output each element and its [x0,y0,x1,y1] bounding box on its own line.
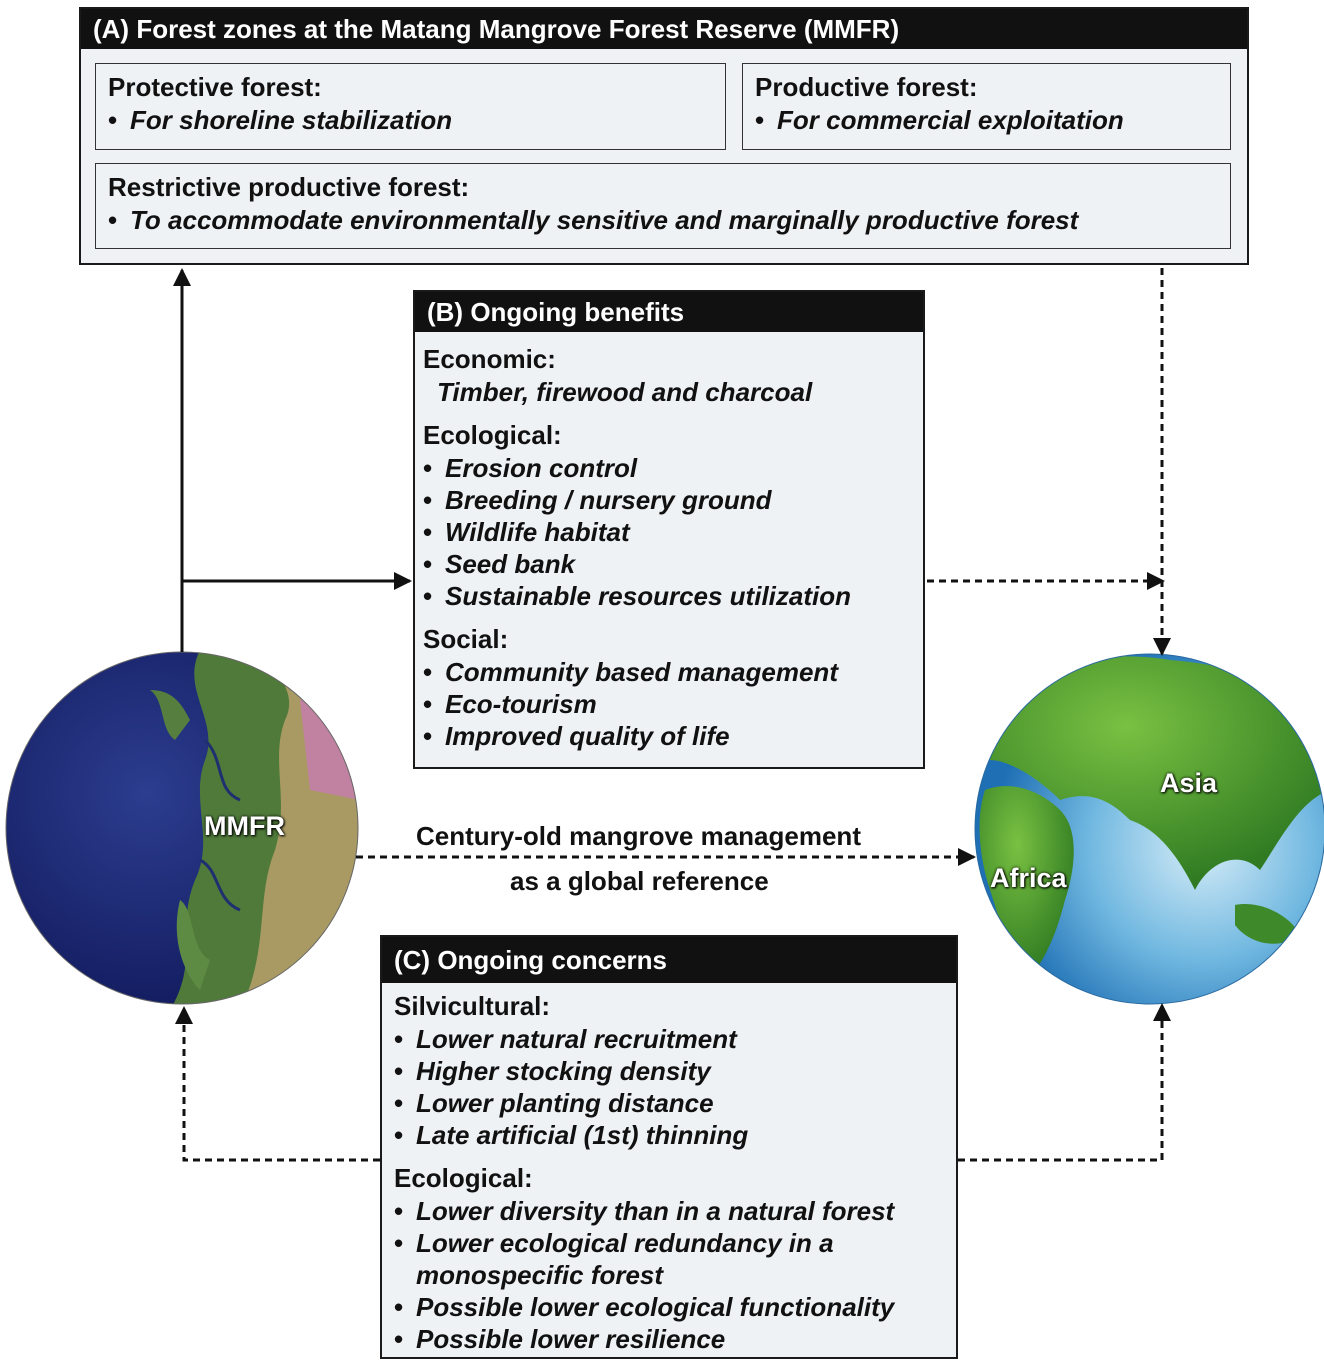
ecological-benefits-heading: Ecological: [423,420,562,450]
economic-heading: Economic: [423,344,556,374]
restrictive-forest-heading: Restrictive productive forest: [108,172,470,202]
asia-label: Asia [1160,768,1218,798]
list-item: Possible lower ecological functionality [394,1291,946,1323]
forest-zones-title: (A) Forest zones at the Matang Mangrove … [81,9,1247,49]
social-heading: Social: [423,624,509,654]
list-item: Eco-tourism [423,688,915,720]
productive-forest-heading: Productive forest: [755,72,978,102]
list-item: Wildlife habitat [423,516,915,548]
earth-globe [975,654,1324,1004]
social-benefits-list: Community based management Eco-tourism I… [423,656,915,752]
list-item: Higher stocking density [394,1055,946,1087]
list-item: Community based management [423,656,915,688]
ecological-benefits-list: Erosion control Breeding / nursery groun… [423,452,915,612]
list-item: Sustainable resources utilization [423,580,915,612]
list-item: Possible lower resilience [394,1323,946,1355]
list-item: Lower diversity than in a natural forest [394,1195,946,1227]
restrictive-forest-box: Restrictive productive forest: To accomm… [95,163,1231,249]
africa-label: Africa [990,863,1067,893]
ecological-concerns-list: Lower diversity than in a natural forest… [394,1195,946,1355]
ongoing-concerns-title: (C) Ongoing concerns [382,937,956,983]
list-item: Lower natural recruitment [394,1023,946,1055]
silvicultural-concerns-list: Lower natural recruitment Higher stockin… [394,1023,946,1151]
list-item: Seed bank [423,548,915,580]
ongoing-benefits-panel: (B) Ongoing benefits Economic: Timber, f… [413,290,925,769]
protective-forest-item: For shoreline stabilization [108,104,713,136]
productive-forest-item: For commercial exploitation [755,104,1218,136]
list-item: Late artificial (1st) thinning [394,1119,946,1151]
mmfr-satellite-image [6,652,358,1004]
mmfr-label: MMFR [204,811,285,841]
protective-forest-box: Protective forest: For shoreline stabili… [95,63,726,150]
list-item: Lower ecological redundancy in a monospe… [394,1227,886,1291]
list-item: Lower planting distance [394,1087,946,1119]
economic-text: Timber, firewood and charcoal [437,377,813,407]
ecological-concerns-heading: Ecological: [394,1163,533,1193]
list-item: Erosion control [423,452,915,484]
list-item: Improved quality of life [423,720,915,752]
list-item: Breeding / nursery ground [423,484,915,516]
restrictive-forest-item: To accommodate environmentally sensitive… [108,204,1218,236]
protective-forest-heading: Protective forest: [108,72,322,102]
silvicultural-heading: Silvicultural: [394,991,551,1021]
global-reference-line1: Century-old mangrove management [416,821,861,851]
ongoing-benefits-title: (B) Ongoing benefits [415,292,923,332]
global-reference-line2: as a global reference [510,866,769,896]
ongoing-concerns-panel: (C) Ongoing concerns Silvicultural: Lowe… [380,935,958,1359]
productive-forest-box: Productive forest: For commercial exploi… [742,63,1231,150]
